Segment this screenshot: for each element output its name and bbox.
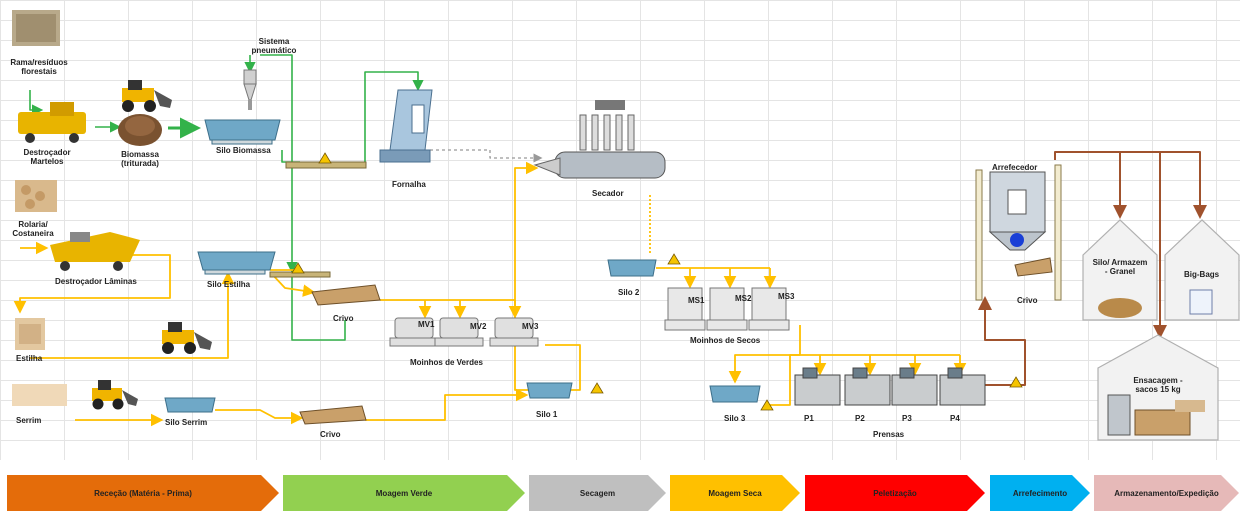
- p4-label: P4: [950, 414, 960, 423]
- cooler-icon: [988, 171, 1053, 277]
- bucket-elevator-icon: [1054, 164, 1062, 301]
- silo-2-label: Silo 2: [618, 288, 640, 297]
- loader-icon: [162, 322, 212, 354]
- prensas-label: Prensas: [873, 430, 905, 439]
- rama-photo: [12, 10, 60, 46]
- silo-3-icon: [709, 385, 761, 403]
- big-bags-building: [1164, 219, 1240, 321]
- silo-1-label: Silo 1: [536, 410, 558, 419]
- mv2-label: MV2: [470, 322, 487, 331]
- ms3-label: MS3: [778, 292, 795, 301]
- ms2-label: MS2: [735, 294, 752, 303]
- warning-icon: [760, 399, 774, 411]
- estilha-photo: [15, 318, 45, 350]
- destrocador-laminas-label: Destroçador Lâminas: [55, 277, 137, 286]
- dryer-icon: [533, 100, 666, 179]
- silo-serrim-label: Silo Serrim: [165, 418, 208, 427]
- warning-icon: [1009, 376, 1023, 388]
- blade-shredder-icon: [50, 232, 140, 271]
- ms2-mill-icon: [706, 287, 748, 331]
- moinhos-verdes-label: Moinhos de Verdes: [410, 358, 483, 367]
- silo-3-label: Silo 3: [724, 414, 746, 423]
- silo-1-icon: [526, 382, 573, 399]
- stage-secagem: Secagem: [529, 475, 666, 511]
- furnace-icon: [379, 89, 433, 163]
- p2-label: P2: [855, 414, 865, 423]
- stage-rececao: Receção (Matéria - Prima): [7, 475, 279, 511]
- ensacagem-label: Ensacagem - sacos 15 kg: [1133, 376, 1183, 394]
- ms3-mill-icon: [748, 287, 790, 331]
- moinhos-secos-label: Moinhos de Secos: [690, 336, 761, 345]
- silo-2-icon: [607, 259, 657, 277]
- warning-icon: [667, 253, 681, 265]
- biomassa-pile-photo: [118, 114, 162, 146]
- silo-biomassa-label: Silo Biomassa: [216, 146, 271, 155]
- p3-press-icon: [891, 367, 938, 406]
- silo-serrim-icon: [164, 397, 216, 413]
- secador-label: Secador: [592, 189, 624, 198]
- crivo-label-cooler: Crivo: [1017, 296, 1038, 305]
- silo-biomassa-icon: [204, 119, 281, 145]
- bagging-machine-icon: [1107, 394, 1205, 436]
- big-bags-label: Big-Bags: [1184, 270, 1220, 279]
- estilha-label: Estilha: [16, 354, 43, 363]
- silo-armazem-label: Silo/ Armazem - Granel: [1092, 258, 1148, 276]
- fornalha-label: Fornalha: [392, 180, 426, 189]
- ms1-label: MS1: [688, 296, 705, 305]
- crivo-screen-icon: [299, 405, 367, 425]
- serrim-label: Serrim: [16, 416, 42, 425]
- mv2-mill-icon: [434, 317, 484, 347]
- sistema-pneumatico-label: Sistema pneumático: [251, 37, 297, 55]
- mv1-label: MV1: [418, 320, 435, 329]
- p1-press-icon: [794, 367, 841, 406]
- warning-icon: [291, 262, 305, 274]
- bucket-elevator-icon: [975, 169, 983, 301]
- warning-icon: [590, 382, 604, 394]
- crivo-screen-icon: [311, 284, 381, 306]
- bulk-warehouse-building: [1082, 219, 1158, 321]
- pellet-pile-icon: [1098, 298, 1142, 318]
- stage-arrefecimento: Arrefecimento: [990, 475, 1090, 511]
- hammer-shredder-icon: [18, 102, 86, 143]
- ms1-mill-icon: [664, 287, 706, 331]
- silo-estilha-label: Silo Estilha: [207, 280, 251, 289]
- stage-moagem-verde: Moagem Verde: [283, 475, 525, 511]
- loader-icon: [122, 80, 172, 112]
- destrocador-martelos-label: Destroçador Martelos: [23, 148, 71, 166]
- arrefecedor-label: Arrefecedor: [992, 163, 1038, 172]
- stage-peletizacao: Peletização: [805, 475, 985, 511]
- p3-label: P3: [902, 414, 912, 423]
- biomassa-label: Biomassa (triturada): [121, 150, 159, 168]
- p2-press-icon: [844, 367, 891, 406]
- rama-label: Rama/resíduos florestais: [10, 58, 68, 76]
- warning-icon: [318, 152, 332, 164]
- crivo-label-green: Crivo: [333, 314, 354, 323]
- p1-label: P1: [804, 414, 814, 423]
- big-bag-icon: [1189, 289, 1213, 315]
- mv3-mill-icon: [489, 317, 539, 347]
- process-flow-diagram: [12, 10, 1240, 441]
- crivo-label-serrim: Crivo: [320, 430, 341, 439]
- p4-press-icon: [939, 367, 986, 406]
- pneumatic-cyclone-icon: [243, 69, 257, 110]
- silo-estilha-icon: [197, 251, 276, 275]
- rolaria-photo: [15, 180, 57, 212]
- serrim-photo: [12, 384, 67, 406]
- stage-armazenamento: Armazenamento/Expedição: [1094, 475, 1239, 511]
- mv3-label: MV3: [522, 322, 539, 331]
- rolaria-label: Rolaria/ Costaneira: [12, 220, 54, 238]
- stage-moagem-seca: Moagem Seca: [670, 475, 800, 511]
- mv1-mill-icon: [389, 317, 439, 347]
- loader-icon: [92, 380, 138, 410]
